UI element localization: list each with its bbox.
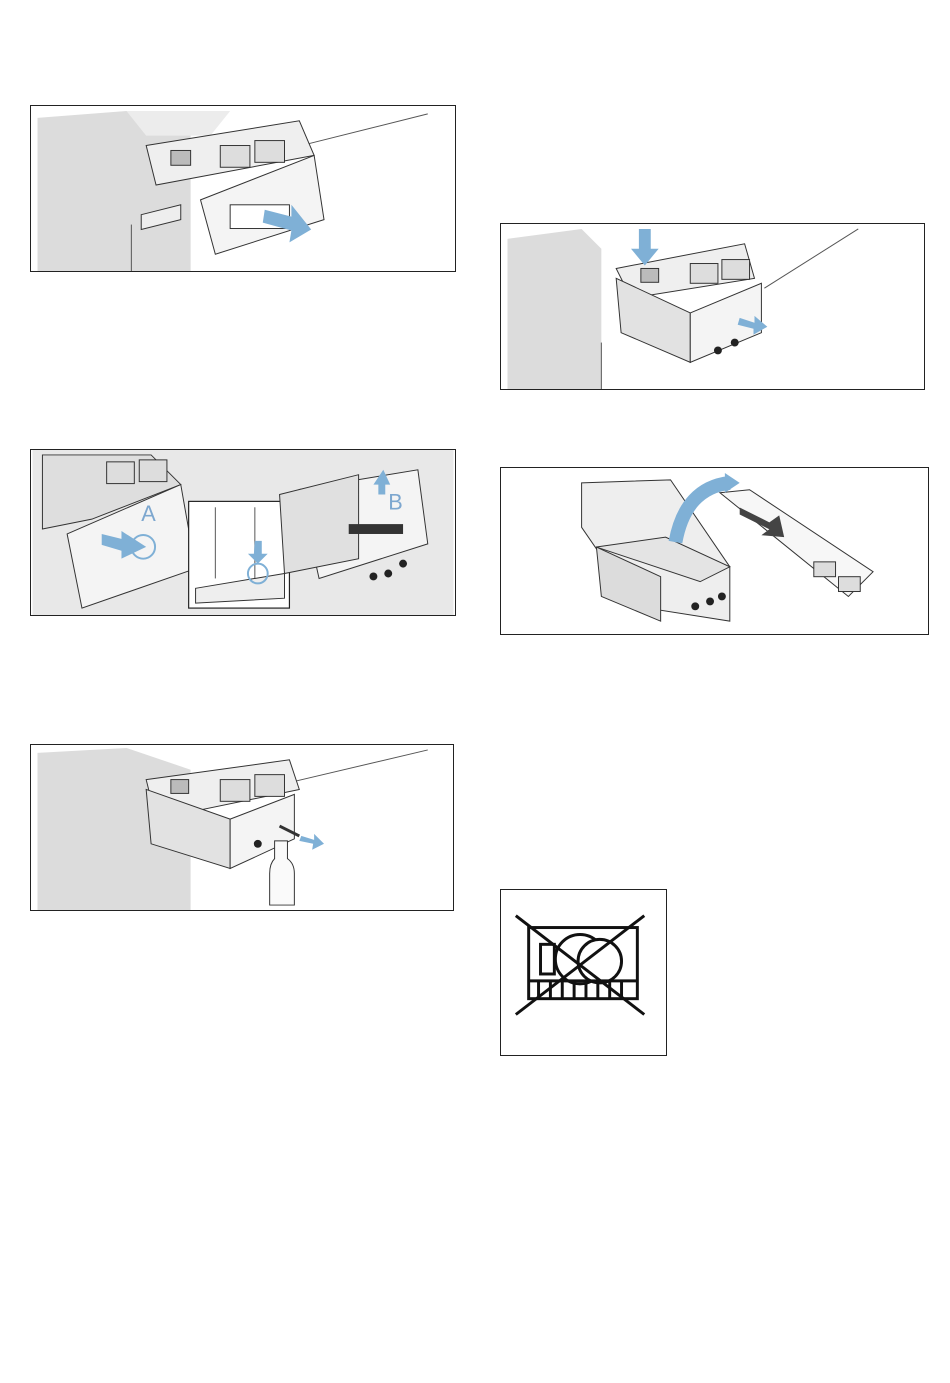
- figure-press-release-lift: A B: [30, 449, 456, 616]
- figure-drain-into-bottle: [30, 744, 454, 911]
- figure-remove-cover: [500, 467, 929, 635]
- illustration-remove-cover: [501, 468, 928, 634]
- no-dishwasher-icon: [501, 890, 666, 1055]
- illustration-drain-into-bottle: [31, 745, 453, 910]
- figure-pull-out-drawer: [30, 105, 456, 272]
- illustration-press-down-remove-insert: [501, 224, 924, 389]
- label-b: B: [388, 489, 402, 514]
- illustration-pull-out-drawer: [31, 106, 455, 271]
- label-a: A: [141, 501, 156, 526]
- figure-no-dishwasher: [500, 889, 667, 1056]
- figure-press-down-remove-insert: [500, 223, 925, 390]
- illustration-press-release-lift: A B: [31, 450, 455, 615]
